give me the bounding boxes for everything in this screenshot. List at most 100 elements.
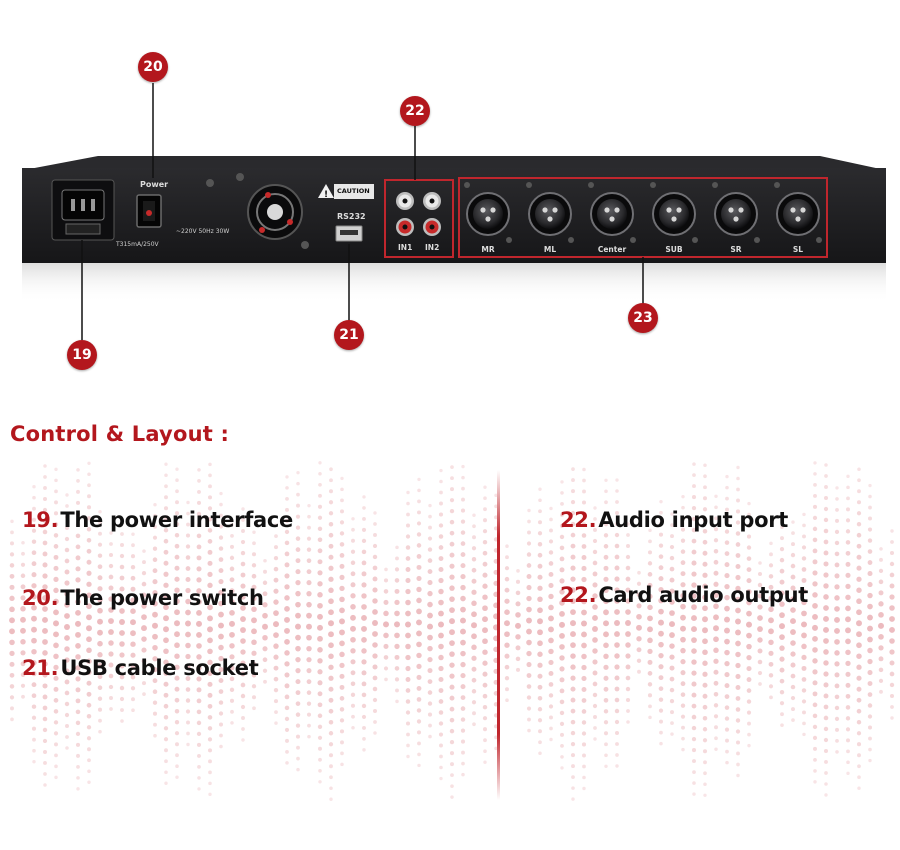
- input-callout-box: [384, 179, 454, 258]
- wave-dot: [801, 688, 807, 693]
- wave-dot: [20, 584, 26, 590]
- wave-dot: [867, 560, 873, 565]
- wave-dot: [625, 653, 631, 659]
- wave-dot: [812, 603, 818, 609]
- wave-dot: [295, 679, 301, 685]
- wave-dot: [504, 664, 510, 670]
- wave-dot: [361, 527, 367, 532]
- wave-dot: [252, 530, 256, 534]
- wave-dot: [691, 703, 697, 709]
- wave-dot: [42, 496, 48, 501]
- xlr-jack-face: [659, 199, 689, 229]
- wave-dot: [692, 473, 696, 477]
- wave-dot: [526, 563, 532, 568]
- wave-dot: [735, 509, 741, 514]
- wave-dot: [680, 549, 686, 554]
- wave-dot: [603, 554, 609, 560]
- wave-dot: [537, 684, 543, 690]
- wave-dot: [757, 626, 763, 632]
- wave-dot: [537, 563, 543, 569]
- wave-dot: [791, 707, 795, 712]
- wave-dot: [185, 620, 191, 627]
- wave-dot: [97, 652, 103, 658]
- wave-dot: [548, 693, 554, 698]
- wave-dot: [471, 557, 477, 562]
- wave-dot: [460, 706, 466, 711]
- wave-dot: [185, 642, 191, 649]
- wave-dot: [42, 573, 48, 579]
- wave-dot: [681, 725, 685, 730]
- wave-dot: [229, 676, 235, 682]
- wave-dot: [372, 642, 378, 648]
- wave-dot: [207, 571, 213, 577]
- wave-dot: [372, 708, 378, 713]
- wave-dot: [670, 534, 674, 539]
- wave-dot: [274, 721, 278, 725]
- wave-dot: [9, 552, 15, 557]
- wave-dot: [229, 609, 235, 616]
- output-label-sr: SR: [730, 245, 741, 254]
- wave-dot: [339, 684, 345, 690]
- wave-dot: [526, 639, 532, 646]
- wave-dot: [339, 651, 345, 658]
- wave-dot: [197, 468, 201, 472]
- wave-dot: [680, 592, 686, 599]
- caution-label: CAUTION: [337, 187, 370, 195]
- wave-dot: [230, 709, 234, 714]
- wave-dot: [350, 560, 356, 566]
- wave-dot: [581, 533, 587, 538]
- wave-dot: [702, 649, 708, 656]
- wave-dot: [702, 583, 708, 589]
- fan-screw-icon: [301, 241, 309, 249]
- wave-dot: [571, 775, 575, 779]
- wave-dot: [229, 577, 235, 583]
- wave-dot: [471, 666, 477, 672]
- wave-dot: [856, 686, 862, 692]
- wave-dot: [87, 780, 91, 784]
- wave-dot: [438, 599, 444, 606]
- wave-dot: [758, 561, 762, 565]
- wave-dot: [857, 786, 861, 790]
- wave-dot: [306, 712, 312, 717]
- wave-dot: [779, 645, 785, 651]
- wave-dot: [867, 647, 873, 654]
- wave-dot: [658, 554, 664, 559]
- wave-dot: [416, 532, 422, 537]
- wave-dot: [812, 624, 818, 631]
- wave-dot: [823, 605, 829, 611]
- xlr-pin: [547, 216, 553, 222]
- wave-dot: [438, 654, 444, 661]
- wave-dot: [625, 620, 631, 627]
- wave-dot: [681, 494, 685, 499]
- wave-dot: [845, 638, 851, 645]
- wave-dot: [802, 523, 806, 528]
- wave-dot: [196, 698, 202, 704]
- wave-dot: [307, 514, 311, 519]
- wave-dot: [680, 692, 686, 697]
- wave-dot: [75, 588, 81, 594]
- wave-dot: [86, 714, 92, 719]
- feature-item: 22.Audio input port: [560, 508, 788, 532]
- wave-dot: [549, 726, 553, 731]
- wave-dot: [350, 670, 356, 676]
- wave-dot: [515, 601, 521, 607]
- feature-item: 19.The power interface: [22, 508, 293, 532]
- wave-dot: [846, 749, 850, 754]
- wave-dot: [482, 649, 488, 655]
- wave-dot: [86, 702, 92, 708]
- wave-dot: [801, 699, 807, 704]
- wave-dot: [647, 550, 653, 555]
- wave-dot: [790, 563, 796, 569]
- feature-text: Audio input port: [598, 508, 789, 532]
- wave-dot: [152, 700, 158, 705]
- wave-dot: [614, 719, 620, 725]
- wave-dot: [471, 578, 477, 584]
- wave-dot: [681, 516, 685, 521]
- wave-dot: [504, 631, 510, 638]
- wave-dot: [647, 671, 653, 676]
- wave-dot: [680, 670, 686, 676]
- wave-dot: [746, 677, 752, 683]
- wave-dot: [647, 572, 653, 577]
- wave-dot: [438, 732, 444, 737]
- wave-dot: [582, 753, 586, 758]
